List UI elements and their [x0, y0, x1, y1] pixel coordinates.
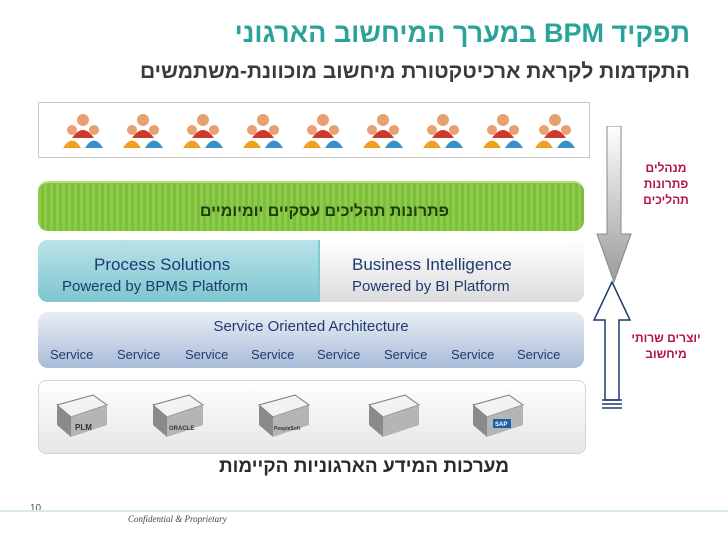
users-layer	[38, 102, 590, 158]
svg-text:PeopleSoft: PeopleSoft	[274, 426, 300, 432]
service-label: Service	[317, 347, 361, 362]
server-icon: SAP	[471, 394, 525, 437]
soa-title: Service Oriented Architecture	[213, 318, 409, 335]
server-icon: PLM	[55, 394, 109, 437]
people-group-icon	[483, 114, 523, 148]
footer-divider	[0, 510, 728, 512]
people-group-icon	[243, 114, 283, 148]
process-solutions-title: Process Solutions	[94, 255, 231, 274]
svg-text:ORACLE: ORACLE	[169, 426, 194, 432]
people-group-icon	[183, 114, 223, 148]
service-label: Service	[185, 347, 229, 362]
people-group-icon	[423, 114, 463, 148]
service-label: Service	[517, 347, 561, 362]
solutions-layer: Process Solutions Powered by BPMS Platfo…	[38, 240, 584, 302]
process-solutions-subtitle: Powered by BPMS Platform	[62, 278, 248, 295]
business-intelligence-title: Business Intelligence	[352, 255, 512, 274]
daily-processes-label: פתרונות תהליכים עסקיים יומיומיים	[199, 203, 449, 220]
service-label: Service	[451, 347, 495, 362]
service-creators-label: יוצרים שרותי מיחשוב	[631, 331, 701, 361]
service-label: Service	[117, 347, 161, 362]
soa-layer: Service Oriented Architecture Service Se…	[38, 312, 584, 368]
legacy-systems-label: מערכות המידע הארגוניות הקיימות	[218, 456, 510, 477]
server-icon: ORACLE	[151, 394, 205, 437]
arrow-down-icon	[596, 126, 632, 284]
process-solutions-panel	[38, 240, 318, 302]
server-icon: PeopleSoft	[257, 394, 311, 437]
people-group-icon	[535, 114, 575, 148]
footer-confidential: Confidential & Proprietary	[128, 514, 227, 524]
svg-text:SAP: SAP	[495, 422, 507, 428]
people-group-icon	[303, 114, 343, 148]
daily-processes-layer: פתרונות תהליכים עסקיים יומיומיים	[38, 181, 584, 231]
service-label: Service	[384, 347, 428, 362]
service-label: Service	[50, 347, 94, 362]
business-intelligence-panel	[320, 240, 584, 302]
server-icon	[367, 394, 421, 437]
people-group-icon	[123, 114, 163, 148]
people-group-icon	[363, 114, 403, 148]
slide-title: תפקיד BPM במערך המיחשוב הארגוני	[234, 18, 690, 48]
slide-subtitle: התקדמות לקראת ארכיטקטורת מיחשוב מוכוונת-…	[139, 60, 690, 83]
page-number: 10	[30, 503, 42, 514]
business-intelligence-subtitle: Powered by BI Platform	[352, 278, 510, 295]
legacy-systems-layer: PLM ORACLE PeopleSoft SAP	[38, 380, 586, 454]
arrow-up-icon	[592, 280, 632, 409]
service-label: Service	[251, 347, 295, 362]
managers-label: מנהלים פתרונות תהליכים	[643, 161, 689, 207]
svg-text:PLM: PLM	[75, 423, 92, 432]
people-group-icon	[63, 114, 103, 148]
